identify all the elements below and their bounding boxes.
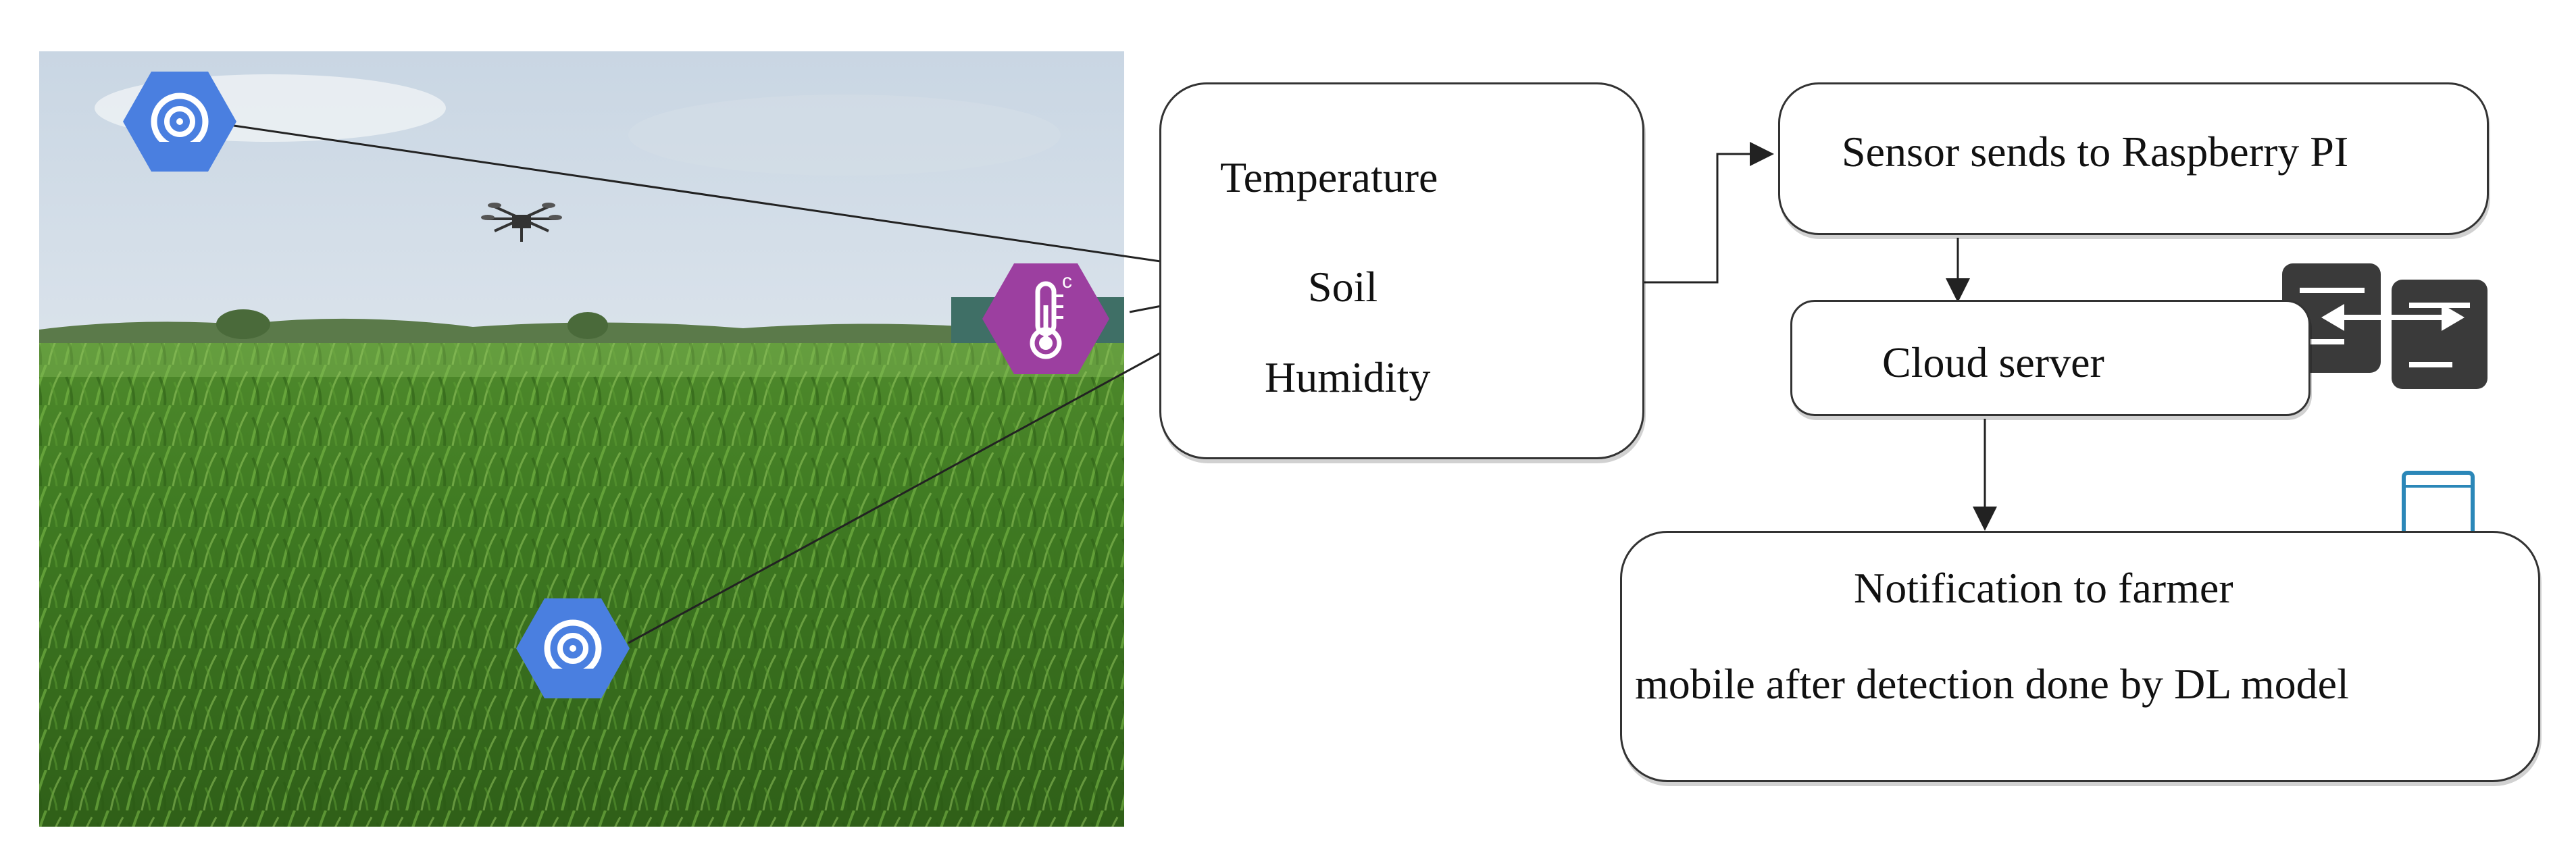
flow-arrows — [1644, 142, 1997, 531]
sensor-parameters-box — [1159, 82, 1644, 459]
notification-detail-label: mobile after detection done by DL model — [1635, 660, 2349, 708]
notification-box — [1620, 531, 2540, 782]
server-exchange-icon — [2282, 263, 2487, 389]
raspberry-pi-box — [1778, 82, 2489, 235]
soil-label: Soil — [1308, 263, 1378, 311]
sensor-hexagon-icon — [123, 72, 236, 172]
sensor-hexagon-icon — [516, 598, 630, 698]
notification-title-label: Notification to farmer — [1854, 564, 2233, 612]
cloud-server-box — [1790, 300, 2310, 416]
temperature-label: Temperature — [1220, 153, 1438, 201]
cloud-server-label: Cloud server — [1882, 338, 2104, 386]
drone-icon — [481, 203, 562, 242]
humidity-label: Humidity — [1265, 353, 1431, 401]
raspberry-pi-label: Sensor sends to Raspberry PI — [1842, 128, 2349, 176]
thermometer-hexagon-icon: c — [982, 263, 1109, 374]
arrow-params-to-pi — [1644, 142, 1774, 284]
connector-top-sensor — [233, 124, 1286, 281]
thermometer-unit-label: c — [1062, 270, 1072, 292]
